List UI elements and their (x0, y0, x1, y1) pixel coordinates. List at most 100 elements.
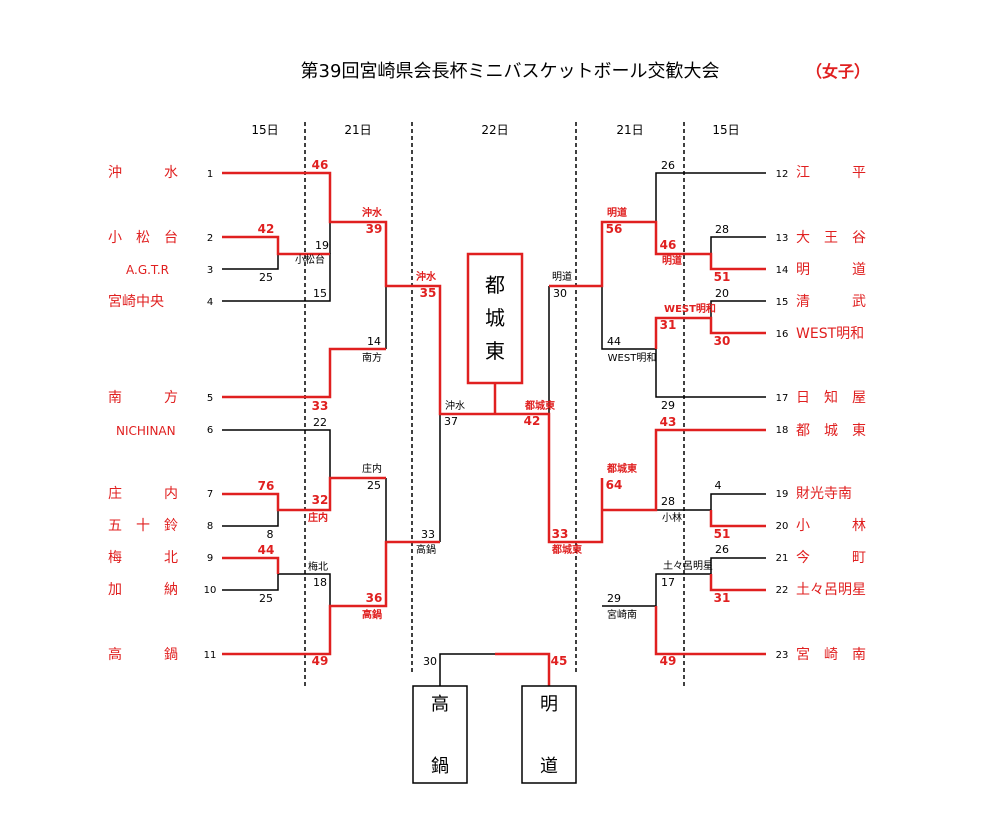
winner-label: 梅北 (308, 560, 328, 573)
score: 39 (366, 222, 383, 236)
right-team-name: 財光寺南 (796, 486, 852, 502)
right-team-number: 18 (776, 425, 789, 436)
score: 26 (715, 543, 729, 556)
winner-label: 土々呂明星 (663, 559, 713, 572)
final-left-label: 沖水 (445, 399, 465, 412)
third-place-right-score: 45 (551, 654, 568, 668)
score: 29 (607, 592, 621, 605)
score: 51 (714, 270, 731, 284)
score: 25 (259, 592, 273, 605)
final-right-label: 都城東 (524, 399, 555, 412)
winner-label: 沖水 (362, 206, 383, 219)
day-header-right-inner: 21日 (616, 123, 643, 137)
third-place-left-box (412, 685, 468, 784)
winner-label: 小林 (662, 511, 682, 524)
right-team-number: 19 (776, 489, 789, 500)
third-place-lines (439, 653, 495, 686)
day-header-center: 22日 (481, 123, 508, 137)
third-place-left-score: 30 (423, 655, 437, 668)
score: 35 (420, 286, 437, 300)
left-team-names: 沖 水 小 松 台 A.G.T.R 宮崎中央 南 方 NICHINAN 庄 内 … (108, 165, 178, 663)
champion-char-1: 都 (485, 273, 505, 297)
right-team-name: 清 武 (796, 294, 866, 310)
left-team-number: 4 (207, 297, 213, 308)
left-team-number: 9 (207, 553, 213, 564)
left-team-name: 加 納 (108, 582, 178, 598)
winner-label: 南方 (362, 351, 382, 364)
final-left-score: 37 (444, 415, 458, 428)
left-team-name: A.G.T.R (126, 263, 169, 277)
score: 4 (715, 479, 722, 492)
right-team-number: 16 (776, 329, 789, 340)
right-bracket-lines (548, 172, 766, 607)
right-team-name: WEST明和 (796, 326, 864, 342)
winner-label: 宮崎南 (607, 608, 637, 621)
right-team-number: 13 (776, 233, 789, 244)
score: 22 (313, 416, 327, 429)
right-team-number: 22 (776, 585, 789, 596)
champion-char-2: 城 (485, 306, 505, 330)
score: 14 (367, 335, 381, 348)
left-team-name: 沖 水 (108, 165, 178, 181)
score: 33 (421, 528, 435, 541)
score: 46 (312, 158, 329, 172)
score: 25 (259, 271, 273, 284)
score: 30 (714, 334, 731, 348)
day-header-right-outer: 15日 (712, 123, 739, 137)
left-team-name: 南 方 (108, 390, 178, 406)
left-team-number: 8 (207, 521, 213, 532)
score: 51 (714, 527, 731, 541)
right-team-name: 都 城 東 (796, 423, 866, 439)
left-winner-lines (222, 171, 495, 656)
winner-label: 高鍋 (416, 543, 436, 556)
right-team-number: 20 (776, 521, 789, 532)
score: 43 (660, 415, 677, 429)
third-left-char-1: 高 (431, 694, 449, 715)
third-right-char-2: 道 (540, 756, 558, 777)
left-team-number: 7 (207, 489, 213, 500)
day-separators (304, 122, 685, 688)
page-title: 第39回宮崎県会長杯ミニバスケットボール交歓大会 (301, 61, 720, 82)
right-team-number: 17 (776, 393, 789, 404)
score: 25 (367, 479, 381, 492)
winner-label: 明道 (552, 270, 572, 283)
final-right-score: 42 (524, 414, 541, 428)
score: 31 (660, 318, 677, 332)
left-team-name: 小 松 台 (108, 230, 178, 246)
score: 18 (313, 576, 327, 589)
right-team-name: 今 町 (796, 550, 866, 566)
score: 56 (606, 222, 623, 236)
right-winner-lines (495, 220, 766, 656)
score: 8 (267, 528, 274, 541)
left-bracket-lines (222, 221, 441, 606)
right-team-name: 江 平 (796, 165, 866, 181)
right-team-name: 明 道 (796, 262, 866, 278)
winner-label: WEST明和 (664, 302, 716, 315)
right-team-number: 12 (776, 169, 789, 180)
winner-label: 明道 (607, 206, 627, 219)
division-label: （女子） (806, 62, 870, 81)
left-team-number: 3 (207, 265, 213, 276)
winner-label: WEST明和 (608, 352, 657, 364)
right-team-name: 大 王 谷 (796, 230, 866, 246)
score: 15 (313, 287, 327, 300)
champion-box (466, 252, 524, 385)
winner-label: 小松台 (295, 253, 325, 266)
score: 31 (714, 591, 731, 605)
left-team-number: 5 (207, 393, 213, 404)
right-team-number: 21 (776, 553, 789, 564)
score: 29 (661, 399, 675, 412)
winner-label: 沖水 (416, 270, 437, 283)
day-header-left-inner: 21日 (344, 123, 371, 137)
right-team-name: 小 林 (796, 518, 866, 534)
score: 33 (312, 399, 329, 413)
left-team-name: 庄 内 (108, 485, 178, 502)
left-team-number: 2 (207, 233, 213, 244)
right-team-names: 江 平 大 王 谷 明 道 清 武 WEST明和 日 知 屋 都 城 東 財光寺… (796, 165, 866, 663)
winner-label: 都城東 (551, 543, 582, 556)
right-team-name: 宮 崎 南 (796, 647, 866, 663)
score: 42 (258, 222, 275, 236)
winner-label: 庄内 (362, 462, 382, 475)
winner-label: 都城東 (606, 462, 637, 475)
score: 49 (312, 654, 329, 668)
